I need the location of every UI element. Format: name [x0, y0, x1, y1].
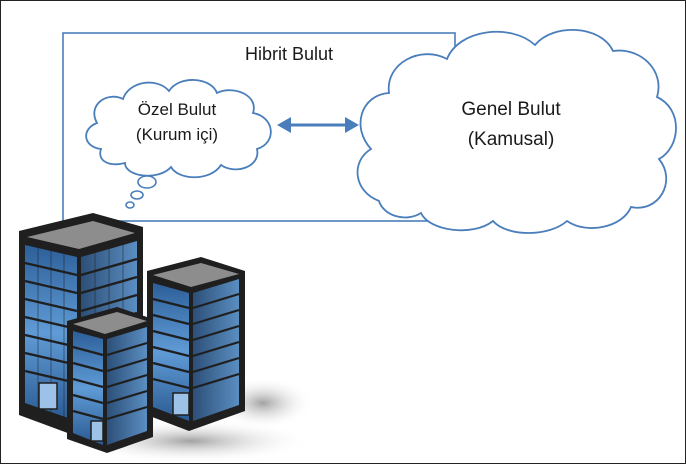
- bidirectional-arrow-icon: [277, 117, 359, 133]
- private-cloud-shape: [85, 79, 272, 179]
- public-cloud-subtitle: (Kamusal): [467, 129, 555, 150]
- private-cloud-subtitle: (Kurum içi): [135, 125, 219, 144]
- public-cloud-title: Genel Bulut: [461, 99, 561, 120]
- thought-bubble-icon: [125, 175, 157, 209]
- server-buildings-icon: [19, 213, 313, 463]
- building-right: [147, 257, 245, 431]
- public-cloud-shape: [356, 28, 677, 234]
- private-cloud-title: Özel Bulut: [137, 100, 217, 119]
- hybrid-cloud-label: Hibrit Bulut: [244, 44, 334, 64]
- building-front: [67, 307, 153, 453]
